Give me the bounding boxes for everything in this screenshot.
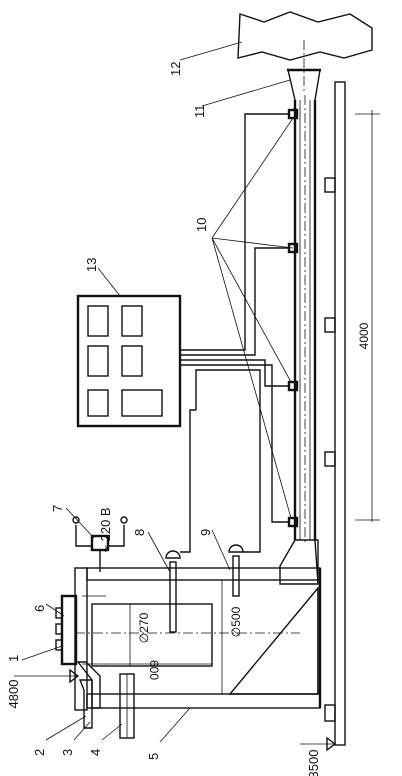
duct	[293, 95, 317, 545]
outer-diameter-text: ∅500	[229, 606, 243, 637]
length-dimension-text: 4000	[357, 322, 371, 349]
label-12: 12	[168, 62, 183, 76]
chamber	[74, 567, 322, 711]
label-11: 11	[192, 105, 207, 119]
label-6: 6	[32, 605, 47, 612]
burner-head	[55, 594, 106, 666]
label-7: 7	[50, 505, 65, 512]
level-base-text: 3500	[306, 750, 321, 776]
diameter-dimensions: ∅270 ∅500 600	[105, 580, 243, 694]
nozzle	[287, 40, 321, 101]
label-3: 3	[60, 749, 75, 756]
inlet-pipes	[76, 661, 135, 739]
inner-diameter-text: ∅270	[137, 612, 151, 643]
callouts: 1 2 3 4 5 6 7 8 9 10 11 12 13	[6, 41, 294, 760]
level-top-text: 4800	[6, 680, 21, 709]
label-5: 5	[146, 753, 161, 760]
level-markers: 4800 3500	[6, 668, 337, 776]
wiring	[180, 113, 289, 553]
length-dimension: 4000	[355, 110, 380, 522]
label-10: 10	[194, 218, 209, 232]
base-plate	[324, 81, 346, 746]
transition	[279, 539, 319, 585]
probes	[165, 544, 244, 633]
label-8: 8	[132, 529, 147, 536]
voltage-text: ~ 220 B	[98, 507, 113, 552]
label-4: 4	[88, 749, 103, 756]
power-supply	[72, 516, 128, 572]
label-9: 9	[198, 529, 213, 536]
depth-text: 600	[147, 660, 161, 680]
label-13: 13	[84, 258, 99, 272]
instrument-panel	[76, 294, 182, 428]
label-2: 2	[32, 749, 47, 756]
target-object	[237, 11, 373, 61]
label-1: 1	[6, 655, 21, 662]
